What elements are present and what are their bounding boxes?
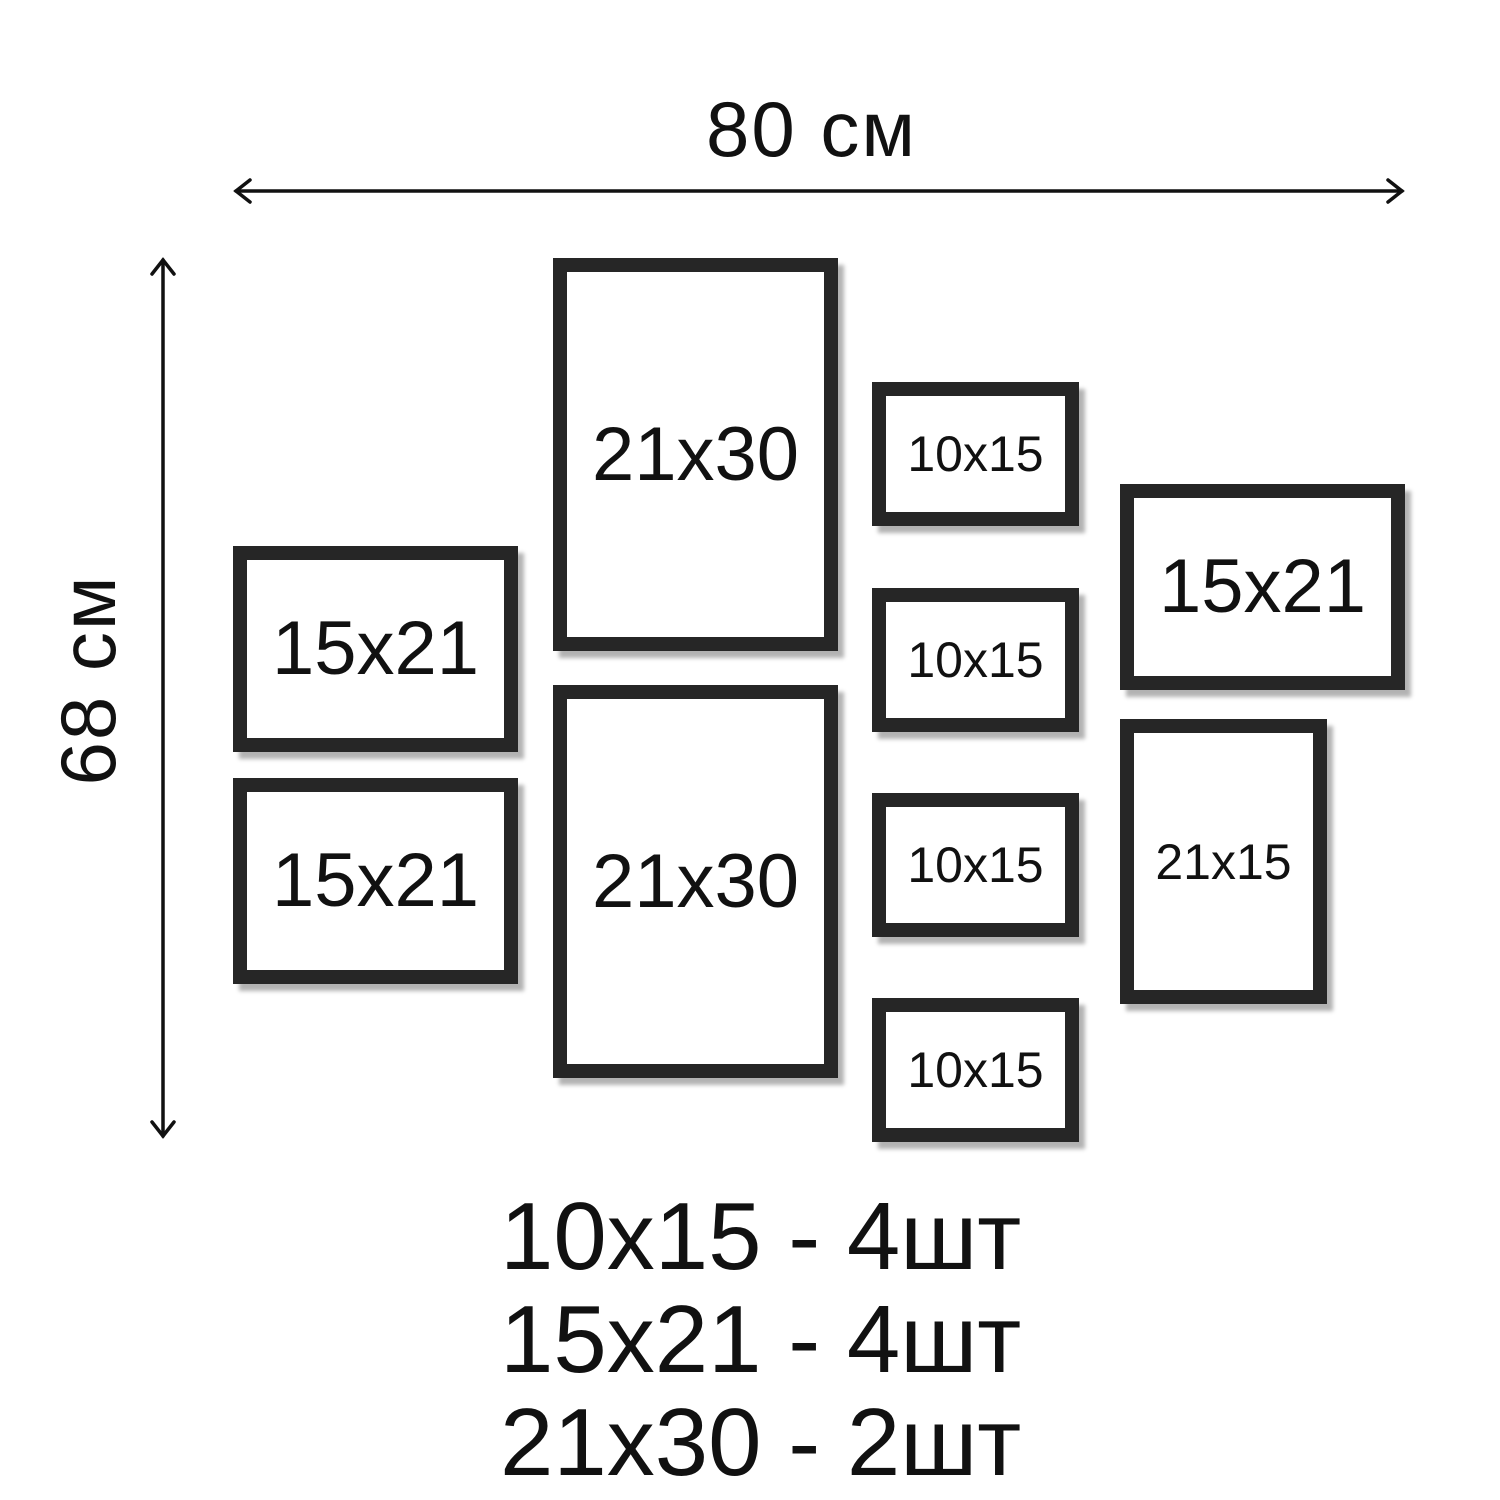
frame-small-3: 10x15 xyxy=(872,793,1079,937)
frame-left-top: 15x21 xyxy=(233,546,518,752)
frame-small-2: 10x15 xyxy=(872,588,1079,732)
frame-center-bottom: 21x30 xyxy=(553,685,838,1078)
frame-right-bottom: 21x15 xyxy=(1120,719,1327,1004)
frame-label: 15x21 xyxy=(271,606,480,691)
frame-small-1: 10x15 xyxy=(872,382,1079,526)
width-label: 80 см xyxy=(706,85,918,173)
frame-label: 15x21 xyxy=(1158,544,1367,629)
height-arrow xyxy=(150,257,176,1139)
count-line-21x30: 21x30 - 2шт xyxy=(500,1389,1022,1496)
frame-label: 10x15 xyxy=(907,426,1044,482)
frame-label: 10x15 xyxy=(907,632,1044,688)
frame-label: 15x21 xyxy=(271,838,480,923)
frame-small-4: 10x15 xyxy=(872,998,1079,1142)
frame-center-top: 21x30 xyxy=(553,258,838,651)
frame-label: 10x15 xyxy=(907,1042,1044,1098)
height-label: 68 см xyxy=(44,574,132,786)
frame-label: 21x15 xyxy=(1155,833,1292,890)
frame-right-top: 15x21 xyxy=(1120,484,1405,690)
frame-left-bottom: 15x21 xyxy=(233,778,518,984)
frame-label: 21x30 xyxy=(591,838,800,924)
count-line-10x15: 10x15 - 4шт xyxy=(500,1183,1022,1290)
frame-label: 10x15 xyxy=(907,837,1044,893)
count-line-15x21: 15x21 - 4шт xyxy=(500,1286,1022,1393)
frame-count-list: 10x15 - 4шт 15x21 - 4шт 21x30 - 2шт xyxy=(500,1185,1060,1494)
width-arrow xyxy=(233,178,1405,204)
frame-label: 21x30 xyxy=(591,411,800,497)
